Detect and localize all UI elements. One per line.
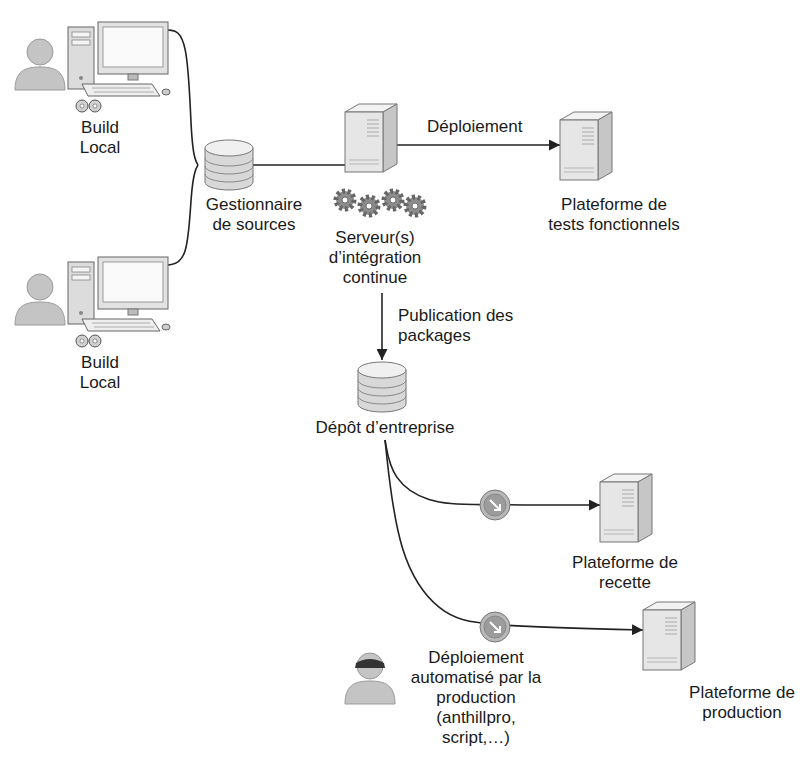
- node-label: Build Local: [65, 118, 135, 158]
- connector: [168, 30, 198, 165]
- user-icon: [15, 39, 65, 90]
- node-label: Dépôt d’entreprise: [305, 418, 465, 438]
- gears-icon: [336, 191, 424, 215]
- operator-icon: [345, 653, 395, 704]
- node-label: Plateforme de tests fonctionnels: [545, 195, 683, 235]
- label-group: Dépôt d’entreprise: [305, 418, 465, 438]
- deploy-symbol: [480, 490, 510, 520]
- label-group: Gestionnaire de sources: [198, 195, 310, 235]
- server-icon: [600, 474, 652, 542]
- deploy-symbol: [480, 612, 510, 642]
- artifact-repository-node: Dépôt d’entreprise: [305, 360, 465, 440]
- workstation-node: Build Local: [15, 250, 168, 398]
- platform-node: Plateforme de tests fonctionnels: [545, 105, 683, 237]
- label-group: Plateforme de production: [682, 683, 802, 723]
- note-text: Déploiement automatisé par la production…: [398, 648, 554, 748]
- label-group: Build Local: [65, 353, 135, 393]
- label-group: Plateforme de tests fonctionnels: [545, 195, 683, 235]
- server-icon: [643, 602, 695, 670]
- platform-node: Plateforme de recette: [556, 467, 694, 595]
- connector: [381, 293, 383, 360]
- node-label: Build Local: [65, 353, 135, 393]
- workstation-icon: [68, 257, 170, 347]
- label-group: Serveur(s) d’intégration continue: [320, 228, 430, 288]
- connector-label: Publication des packages: [396, 306, 528, 346]
- node-label: Gestionnaire de sources: [198, 195, 310, 235]
- node-label: Serveur(s) d’intégration continue: [320, 228, 430, 288]
- server-icon: [560, 112, 612, 180]
- label-group: Build Local: [65, 118, 135, 158]
- database-icon: [358, 362, 406, 412]
- label-group: Plateforme de recette: [556, 553, 694, 593]
- connector-label: Déploiement: [425, 117, 549, 137]
- connector: [395, 144, 560, 146]
- ci-server-node: Serveur(s) d’intégration continue: [320, 98, 430, 293]
- workstation-icon: [68, 22, 170, 112]
- user-icon: [15, 274, 65, 325]
- workstation-node: Build Local: [15, 15, 168, 163]
- node-label: Plateforme de recette: [556, 553, 694, 593]
- platform-node: Plateforme de production: [638, 595, 804, 727]
- node-label: Plateforme de production: [682, 683, 802, 723]
- connector: [168, 165, 198, 265]
- connector: [250, 164, 345, 166]
- database-icon: [205, 140, 253, 190]
- source-repository-node: Gestionnaire de sources: [198, 138, 310, 238]
- server-icon: [345, 104, 397, 172]
